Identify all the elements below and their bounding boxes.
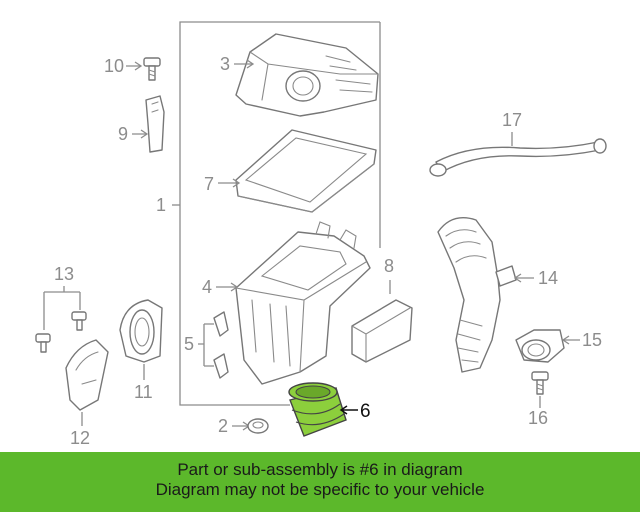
- part-4-lower-housing[interactable]: [235, 221, 371, 385]
- callout-15-arrow: [561, 335, 580, 345]
- callout-9[interactable]: 9: [118, 124, 128, 144]
- callout-15[interactable]: 15: [582, 330, 602, 350]
- part-6-air-duct-seal[interactable]: [288, 382, 347, 437]
- banner-line-disclaimer: Diagram may not be specific to your vehi…: [155, 480, 485, 499]
- callout-7-arrow: [218, 178, 241, 188]
- part-12-duct[interactable]: [65, 339, 109, 411]
- assembly-bracket: [179, 21, 381, 406]
- callout-1[interactable]: 1: [156, 195, 166, 215]
- part-17-breather-hose[interactable]: [429, 138, 607, 177]
- callout-14[interactable]: 14: [538, 268, 558, 288]
- callout-14-arrow: [513, 273, 534, 283]
- callout-8[interactable]: 8: [384, 256, 394, 276]
- callout-11[interactable]: 11: [134, 382, 153, 402]
- callout-3[interactable]: 3: [220, 54, 230, 74]
- part-9-bracket[interactable]: [145, 95, 165, 153]
- info-banner: Part or sub-assembly is #6 in diagram Di…: [0, 452, 640, 512]
- part-13-screws[interactable]: [35, 311, 87, 353]
- part-15-flange[interactable]: [515, 329, 565, 363]
- callout-12[interactable]: 12: [70, 428, 90, 448]
- callout-5[interactable]: 5: [184, 334, 194, 354]
- banner-line-part-number: Part or sub-assembly is #6 in diagram: [177, 460, 463, 479]
- callout-4[interactable]: 4: [202, 277, 212, 297]
- part-5-clips[interactable]: [213, 311, 229, 379]
- callout-13[interactable]: 13: [54, 264, 74, 284]
- callout-16[interactable]: 16: [528, 408, 548, 428]
- callout-6[interactable]: 6: [360, 401, 371, 422]
- callout-10[interactable]: 10: [104, 56, 124, 76]
- callout-7[interactable]: 7: [204, 174, 214, 194]
- callout-9-arrow: [132, 129, 149, 139]
- part-11-resonator[interactable]: [119, 299, 163, 363]
- part-16-bolt[interactable]: [531, 371, 549, 395]
- callout-6-arrow: [339, 405, 358, 415]
- callout-3-arrow: [234, 59, 255, 69]
- callout-13-bracket: [43, 286, 81, 330]
- callout-4-arrow: [216, 282, 239, 292]
- part-8-box[interactable]: [351, 299, 413, 363]
- callout-2-arrow: [232, 421, 251, 431]
- callout-17[interactable]: 17: [502, 110, 522, 130]
- callout-10-arrow: [126, 61, 143, 71]
- callout-5-bracket: [198, 323, 214, 367]
- part-14-intake-tube[interactable]: [437, 217, 517, 373]
- part-3-air-cleaner-cover[interactable]: [235, 33, 379, 117]
- part-7-filter-element[interactable]: [235, 129, 377, 213]
- callout-2[interactable]: 2: [218, 416, 228, 436]
- part-10-bolt[interactable]: [143, 57, 161, 81]
- parts-diagram: 1 3 7 4 5 6 2: [35, 21, 607, 448]
- part-2-grommet[interactable]: [247, 418, 269, 434]
